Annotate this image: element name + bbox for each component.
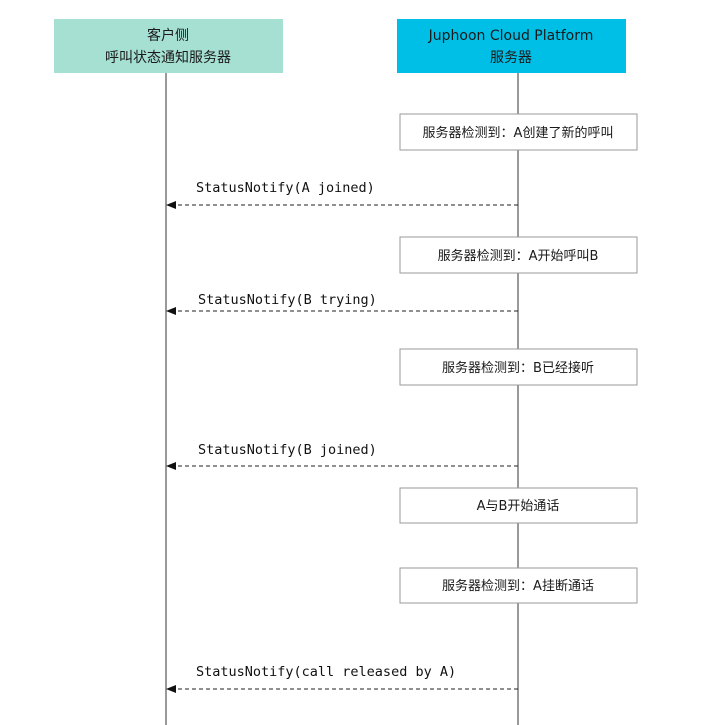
note-a-hung-up: 服务器检测到：A挂断通话	[399, 567, 638, 604]
message-label: StatusNotify(B joined)	[198, 442, 377, 458]
message-label: StatusNotify(call released by A)	[196, 664, 456, 680]
note-box	[399, 567, 638, 604]
message-a-joined: StatusNotify(A joined)	[166, 180, 518, 209]
note-a-calling-b: 服务器检测到：A开始呼叫B	[399, 236, 638, 274]
arrow-head	[166, 685, 176, 693]
note-text: 服务器检测到：A创建了新的呼叫	[423, 125, 614, 141]
note-box	[399, 236, 638, 274]
actor-server-box	[397, 19, 626, 73]
note-text: 服务器检测到：B已经接听	[442, 360, 594, 376]
actor-server: Juphoon Cloud Platform 服务器	[397, 19, 626, 73]
actor-client-line-2: 呼叫状态通知服务器	[105, 49, 231, 66]
actor-server-line-1: Juphoon Cloud Platform	[428, 28, 594, 44]
note-a-b-talking: A与B开始通话	[399, 487, 638, 524]
note-text: A与B开始通话	[477, 499, 560, 514]
arrow-head	[166, 462, 176, 470]
note-box	[399, 487, 638, 524]
message-b-trying: StatusNotify(B trying)	[166, 292, 518, 315]
message-label: StatusNotify(B trying)	[198, 292, 377, 308]
actor-client: 客户侧 呼叫状态通知服务器	[54, 19, 283, 73]
message-label: StatusNotify(A joined)	[196, 180, 375, 196]
message-b-joined: StatusNotify(B joined)	[166, 442, 518, 470]
arrow-head	[166, 201, 176, 209]
note-text: 服务器检测到：A开始呼叫B	[438, 248, 599, 264]
note-box	[399, 113, 638, 151]
note-a-created-call: 服务器检测到：A创建了新的呼叫	[399, 113, 638, 151]
note-text: 服务器检测到：A挂断通话	[442, 578, 594, 594]
actor-client-line-1: 客户侧	[147, 27, 189, 44]
actor-server-line-2: 服务器	[490, 50, 532, 66]
actor-client-box	[54, 19, 283, 73]
note-b-answered: 服务器检测到：B已经接听	[399, 348, 638, 386]
message-call-released: StatusNotify(call released by A)	[166, 664, 518, 693]
arrow-head	[166, 307, 176, 315]
note-box	[399, 348, 638, 386]
